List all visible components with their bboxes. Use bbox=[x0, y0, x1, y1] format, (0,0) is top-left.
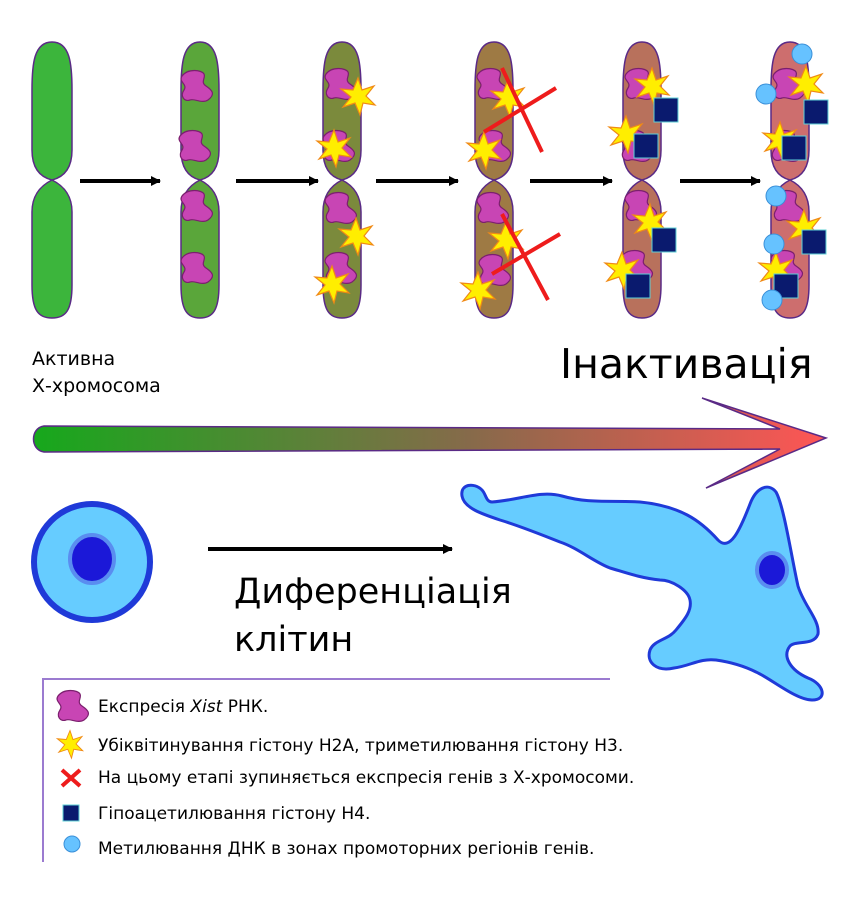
active-chromosome-label: Активна Х-хромосома bbox=[32, 346, 161, 400]
legend-item-xist: Експресія Xist РНК. bbox=[98, 697, 269, 717]
legend-item-star: Убіквітинування гістону H2A, триметилюва… bbox=[98, 736, 624, 756]
legend: Експресія Xist РНК. Убіквітинування гіст… bbox=[42, 678, 634, 862]
active-label-line2: Х-хромосома bbox=[32, 375, 161, 397]
dna-methylation-dot bbox=[761, 289, 783, 311]
dna-methylation-dot bbox=[765, 185, 787, 207]
hypoacetylation-square bbox=[781, 135, 807, 161]
legend-item-circle: Метилювання ДНК в зонах промоторних регі… bbox=[98, 839, 595, 859]
dna-methylation-dot bbox=[791, 43, 813, 65]
active-label-line1: Активна bbox=[32, 348, 116, 370]
stage2-chromosome bbox=[314, 41, 376, 319]
legend-item-cross: На цьому етапі зупиняється експресія ген… bbox=[98, 768, 635, 788]
hypoacetylation-square bbox=[625, 273, 651, 299]
inactivation-arrow bbox=[32, 397, 829, 489]
legend-square-icon bbox=[62, 804, 80, 822]
nucleus bbox=[755, 551, 789, 589]
stem-cell bbox=[31, 501, 153, 623]
dna-methylation-dot bbox=[755, 83, 777, 105]
hypoacetylation-square bbox=[651, 227, 677, 253]
hypoacetylation-square bbox=[633, 133, 659, 159]
legend-cross-icon bbox=[60, 768, 82, 788]
stage1-chromosome bbox=[178, 41, 220, 319]
differentiation-label: Диференціація клітин bbox=[234, 568, 512, 664]
stage5-chromosome bbox=[755, 41, 829, 319]
stage3-chromosome bbox=[460, 41, 562, 319]
inactivation-label: Інактивація bbox=[560, 340, 813, 388]
legend-circle-icon bbox=[63, 835, 81, 853]
hypoacetylation-square bbox=[653, 97, 679, 123]
active-x-chromosome bbox=[31, 41, 73, 319]
diff-label-line1: Диференціація bbox=[234, 572, 512, 612]
hypoacetylation-square bbox=[801, 229, 827, 255]
legend-item-square: Гіпоацетилювання гістону H4. bbox=[98, 804, 371, 824]
legend-icons bbox=[56, 689, 90, 853]
diff-label-line2: клітин bbox=[234, 620, 354, 660]
nucleus bbox=[68, 533, 116, 585]
stop-cross bbox=[490, 213, 562, 301]
neuron-cell bbox=[460, 483, 824, 702]
dna-methylation-dot bbox=[763, 233, 785, 255]
hypoacetylation-square bbox=[803, 99, 829, 125]
stop-cross bbox=[482, 67, 558, 153]
stage4-chromosome bbox=[604, 41, 679, 319]
